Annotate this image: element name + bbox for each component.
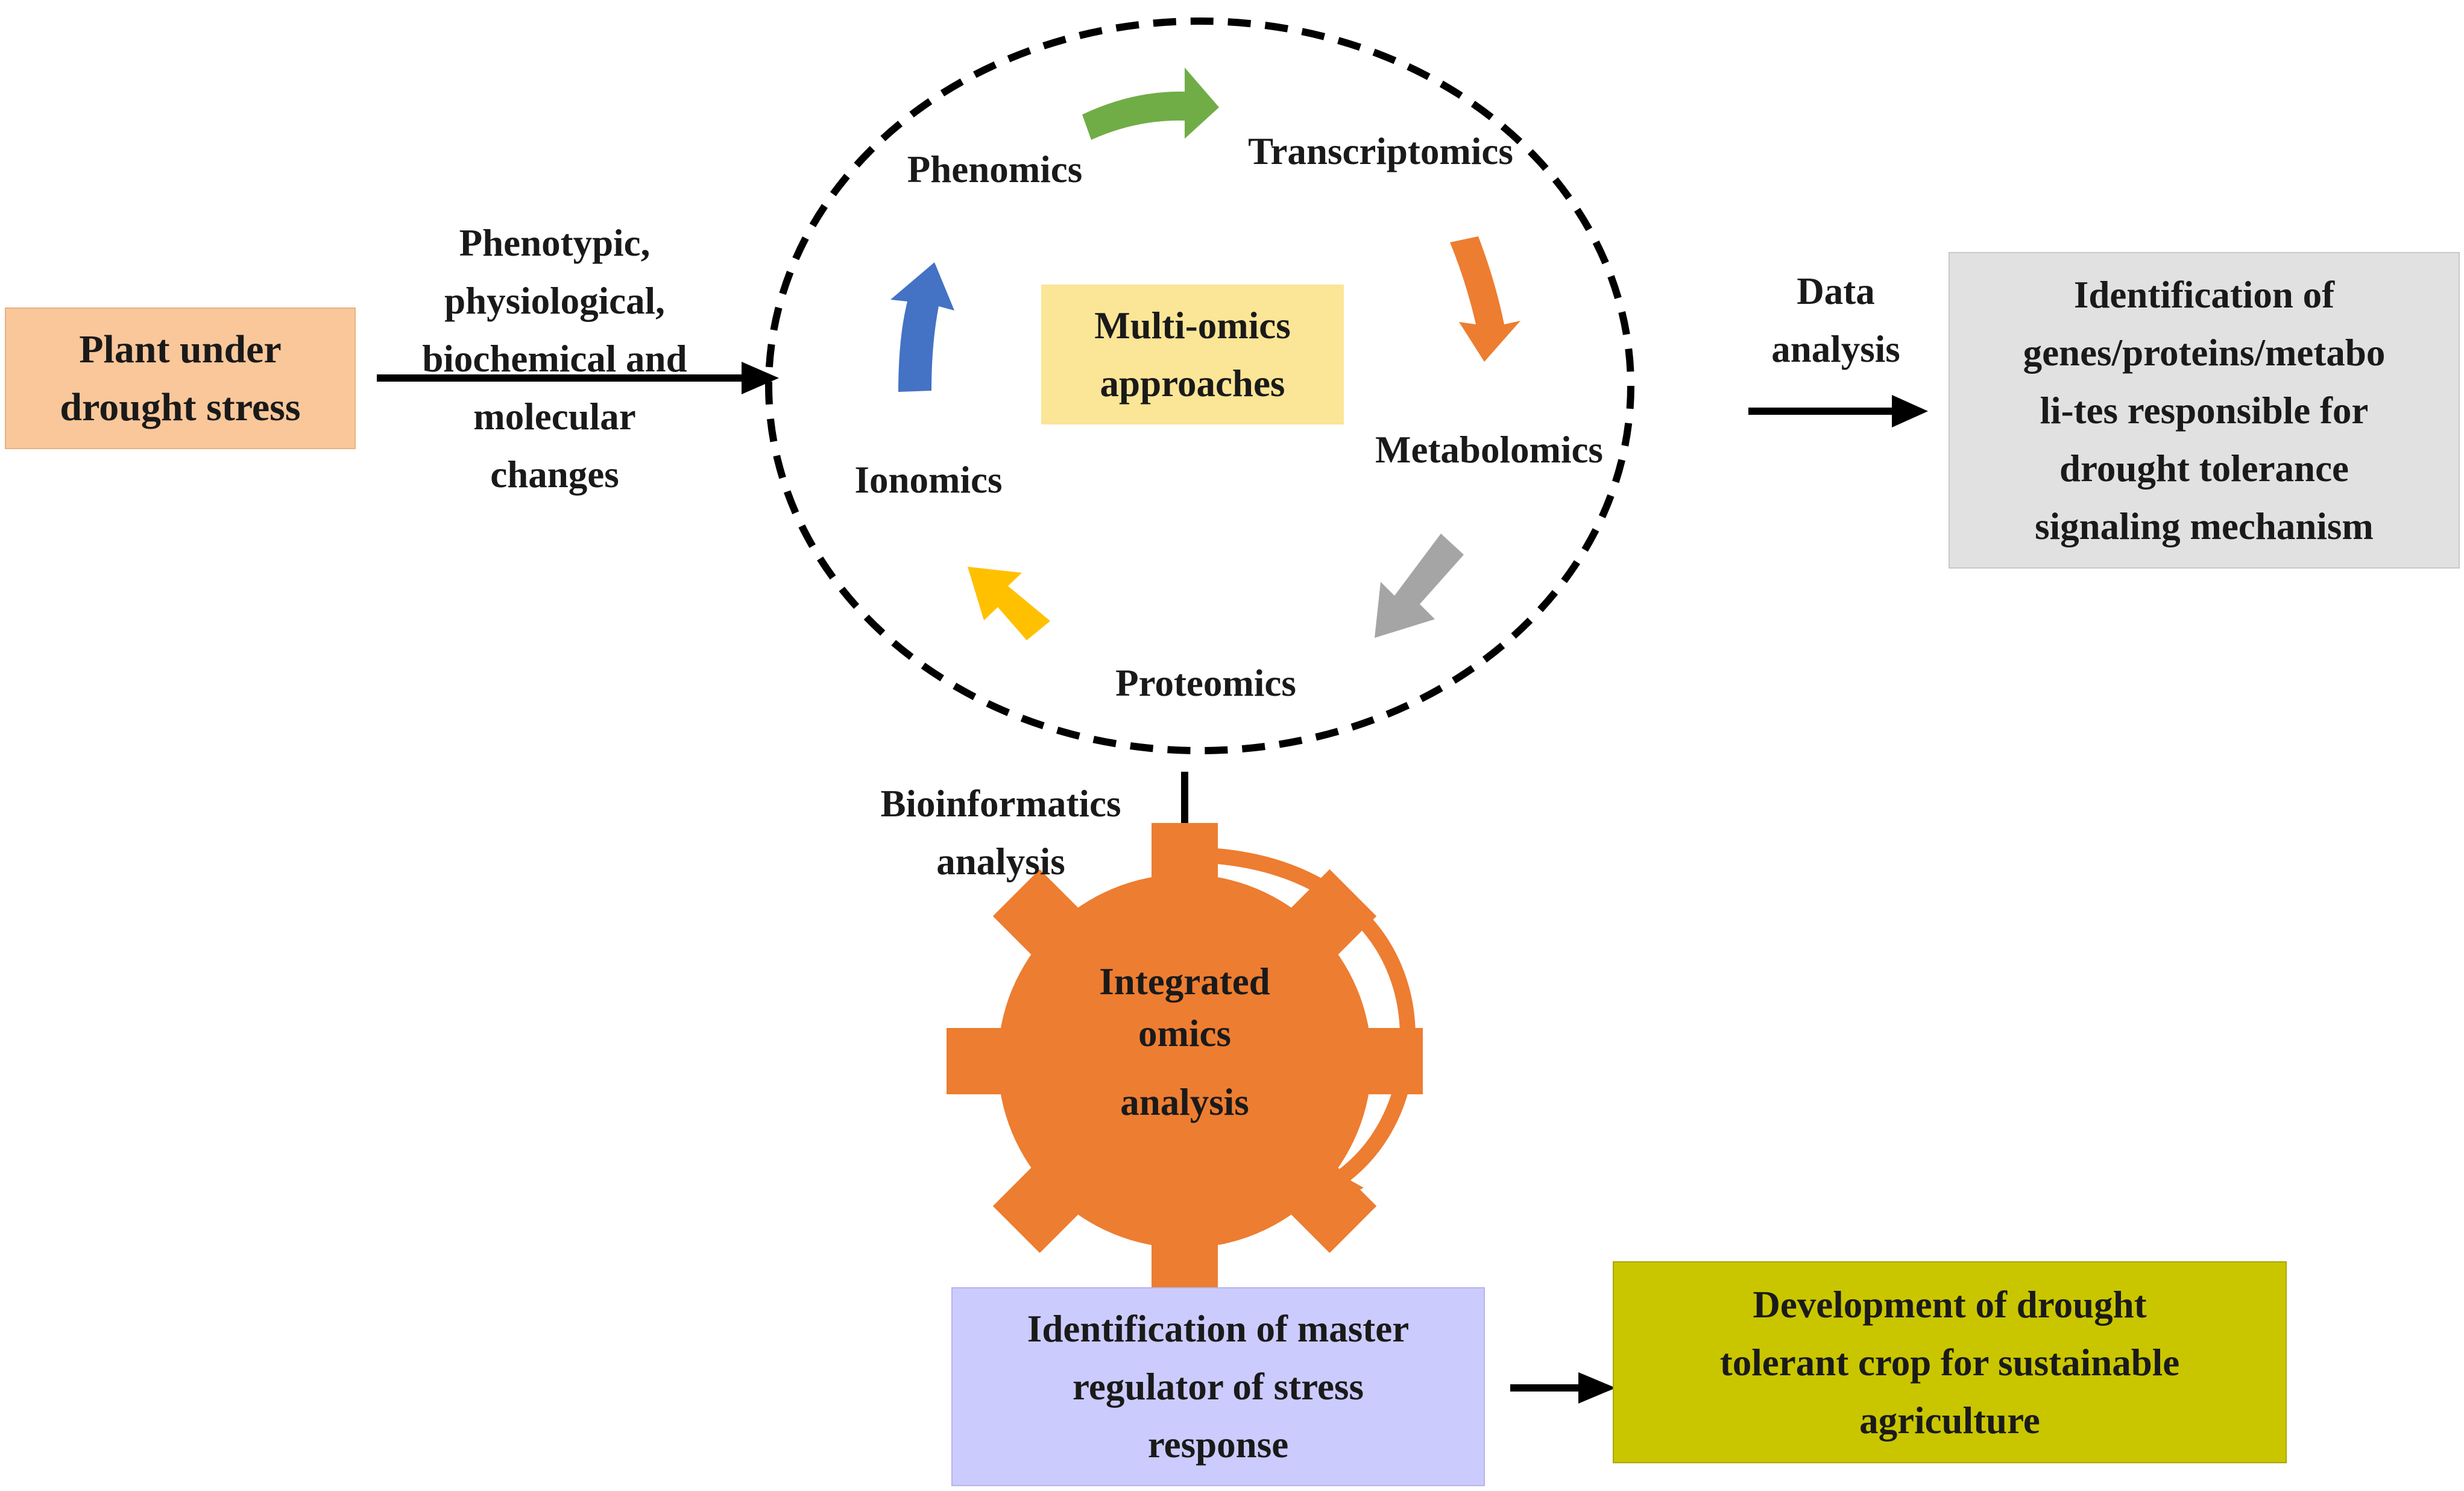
- development-line-1: Development of drought: [1753, 1283, 2147, 1326]
- identification-genes-line-1: Identification of: [2073, 273, 2335, 316]
- bioinformatics-line-2: analysis: [936, 840, 1065, 883]
- plant-box-line-1: Plant under: [79, 327, 282, 371]
- gear-line-2: omics: [1138, 1012, 1231, 1054]
- multi-omics-approaches-box: Multi-omics approaches: [1041, 285, 1344, 424]
- development-line-2: tolerant crop for sustainable: [1719, 1341, 2180, 1384]
- gear-line-3: analysis: [1120, 1081, 1249, 1123]
- phenomics-label: Phenomics: [907, 148, 1083, 191]
- multi-omics-cycle-ellipse: [765, 17, 1634, 754]
- green-arrow-icon: [1082, 68, 1219, 140]
- gear-cycle-arrow-icon: [1196, 847, 1416, 1209]
- metabolomics-label: Metabolomics: [1375, 429, 1603, 471]
- development-drought-tolerant-crop-box: Development of drought tolerant crop for…: [1613, 1261, 2287, 1463]
- identification-genes-line-3: li-tes responsible for: [2040, 389, 2369, 432]
- transcriptomics-label: Transcriptomics: [1248, 130, 1513, 172]
- identification-genes-box: Identification of genes/proteins/metabo …: [1949, 252, 2460, 569]
- bioinformatics-analysis-label: Bioinformatics analysis: [808, 775, 1194, 891]
- master-regulator-line-3: response: [1147, 1423, 1289, 1466]
- changes-label-line-3: biochemical and: [422, 338, 687, 380]
- orange-arrow-icon: [1450, 236, 1520, 362]
- master-regulator-line-1: Identification of master: [1027, 1308, 1410, 1350]
- ionomics-label: Ionomics: [854, 459, 1003, 501]
- changes-label-line-4: molecular: [473, 396, 636, 438]
- development-line-3: agriculture: [1859, 1399, 2040, 1442]
- identification-genes-line-2: genes/proteins/metabo: [2023, 331, 2386, 374]
- changes-label-line-1: Phenotypic,: [459, 222, 651, 264]
- identification-genes-line-5: signaling mechanism: [2035, 505, 2374, 547]
- changes-label: Phenotypic, physiological, biochemical a…: [380, 214, 729, 503]
- master-to-development-arrow: [1510, 1372, 1616, 1404]
- changes-arrow: [377, 362, 779, 394]
- master-regulator-box: Identification of master regulator of st…: [951, 1287, 1485, 1486]
- data-analysis-label: Data analysis: [1736, 262, 1935, 378]
- yellow-arrow-icon: [968, 567, 1050, 640]
- data-analysis-line-1: Data: [1797, 270, 1875, 312]
- bioinformatics-line-1: Bioinformatics: [880, 783, 1121, 825]
- gray-arrow-icon: [1375, 534, 1464, 638]
- integrated-omics-analysis-label: Integrated omics analysis: [1034, 956, 1335, 1128]
- gear-line-1: Integrated: [1099, 960, 1270, 1003]
- identification-genes-line-4: drought tolerance: [2059, 447, 2349, 490]
- changes-label-line-2: physiological,: [444, 280, 665, 322]
- multi-omics-line-1: Multi-omics: [1094, 304, 1291, 347]
- changes-label-line-5: changes: [490, 453, 619, 496]
- multi-omics-line-2: approaches: [1100, 362, 1285, 405]
- data-analysis-arrow: [1748, 395, 1928, 427]
- plant-box-line-2: drought stress: [60, 385, 301, 429]
- blue-arrow-icon: [890, 262, 954, 392]
- master-regulator-line-2: regulator of stress: [1073, 1366, 1364, 1408]
- plant-under-drought-stress-box: Plant under drought stress: [5, 307, 356, 449]
- proteomics-label: Proteomics: [1115, 662, 1296, 704]
- data-analysis-line-2: analysis: [1771, 328, 1900, 370]
